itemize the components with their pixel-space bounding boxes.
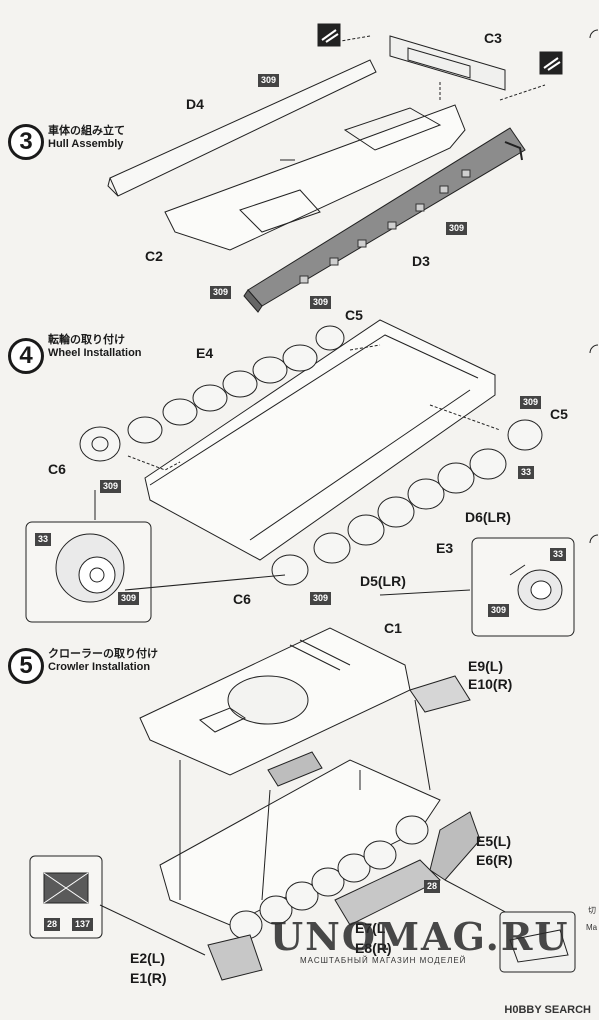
paint-badge: 33: [518, 466, 535, 479]
step-3-title-en: Hull Assembly: [48, 138, 124, 150]
label-e6: E6(R): [476, 852, 513, 868]
paint-badge: 309: [488, 604, 510, 617]
track-e9-e10: [409, 675, 471, 713]
track-e1-e2: [207, 934, 263, 981]
label-e8: E8(R): [355, 940, 392, 956]
label-e3: E3: [436, 540, 454, 556]
part-c3-rear: [389, 35, 506, 91]
step-3-number: 3: [8, 124, 44, 160]
step-5-number: 5: [8, 648, 44, 684]
paint-badge: 309: [118, 592, 140, 605]
paint-badge: 309: [310, 296, 332, 309]
label-e5: E5(L): [476, 833, 511, 849]
label-c1: C1: [384, 620, 402, 636]
label-e2: E2(L): [130, 950, 165, 966]
label-e7: E7(L: [355, 920, 386, 936]
label-e9: E9(L): [468, 658, 503, 674]
edge-text-top: 切: [588, 906, 596, 915]
paint-badge: 309: [446, 222, 468, 235]
label-d6: D6(LR): [465, 509, 511, 525]
label-e10: E10(R): [468, 676, 513, 692]
hobby-search-logo: H0BBY SEARCH: [504, 1004, 591, 1016]
label-c6-left: C6: [48, 461, 66, 477]
step-5-title-en: Crowler Installation: [48, 661, 151, 673]
step-4-title-en: Wheel Installation: [48, 347, 142, 359]
paint-badge: 309: [100, 480, 122, 493]
track-middle: [267, 751, 323, 787]
label-c5-right: C5: [550, 406, 568, 422]
paint-badge: 33: [35, 533, 52, 546]
label-d3: D3: [412, 253, 430, 269]
paint-badge: 33: [550, 548, 567, 561]
part-d4-plate: [109, 59, 377, 197]
paint-badge: 137: [72, 918, 94, 931]
step-4-title-jp: 転輪の取り付け: [48, 334, 125, 346]
paint-badge: 309: [520, 396, 542, 409]
step-4-number: 4: [8, 338, 44, 374]
paint-badge: 28: [44, 918, 61, 931]
paint-badge: 309: [210, 286, 232, 299]
part-c2-floor: [164, 104, 466, 251]
watermark-subtitle: МАСШТАБНЫЙ МАГАЗИН МОДЕЛЕЙ: [300, 956, 467, 965]
label-d4: D4: [186, 96, 204, 112]
label-c5-top: C5: [345, 307, 363, 323]
step-3-title-jp: 車体の組み立て: [48, 125, 125, 137]
paint-badge: 28: [424, 880, 441, 893]
step-5-title-jp: クローラーの取り付け: [48, 648, 158, 660]
label-e4: E4: [196, 345, 214, 361]
part-lower-hull: [144, 319, 496, 561]
label-d5: D5(LR): [360, 573, 406, 589]
label-c3: C3: [484, 30, 502, 46]
label-c2: C2: [145, 248, 163, 264]
edge-text-bottom: Ma: [586, 923, 598, 932]
label-c6-bottom: C6: [233, 591, 251, 607]
watermark-logo: UNOMAG.RU: [270, 914, 570, 959]
track-e5-e6: [429, 811, 481, 881]
paint-badge: 309: [310, 592, 332, 605]
paint-badge: 309: [258, 74, 280, 87]
label-e1: E1(R): [130, 970, 167, 986]
